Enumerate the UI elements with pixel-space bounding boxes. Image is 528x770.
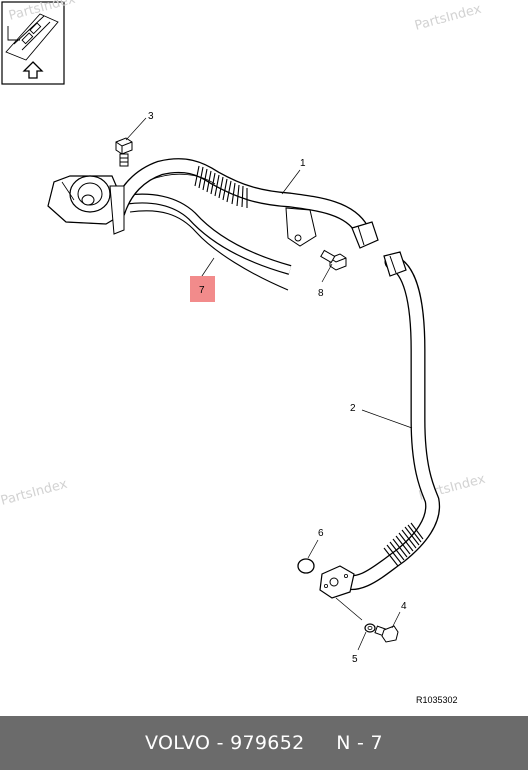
- part-4-bolt: [374, 625, 399, 643]
- watermark: PartsIndex: [413, 2, 483, 34]
- leader-lines: [125, 117, 413, 651]
- callout-6[interactable]: 6: [318, 528, 324, 539]
- callout-1[interactable]: 1: [300, 158, 306, 169]
- footer-position: N - 7: [336, 732, 383, 754]
- up-arrow-icon: [22, 61, 44, 79]
- part-5-washer: [364, 623, 376, 633]
- valve-housing: [47, 175, 125, 235]
- footer-bar: VOLVO - 979652 N - 7: [0, 716, 528, 770]
- footer-separator: -: [210, 732, 231, 754]
- footer-part-number: 979652: [230, 732, 305, 754]
- bellows-corrugation: [194, 165, 248, 208]
- part-3-bolt: [115, 137, 133, 167]
- watermark: PartsIndex: [0, 477, 69, 509]
- part-1-upper-pipe: [110, 158, 379, 249]
- callout-5[interactable]: 5: [352, 654, 358, 665]
- footer-gap: [304, 732, 336, 754]
- callout-8[interactable]: 8: [318, 288, 324, 299]
- callout-4[interactable]: 4: [401, 601, 407, 612]
- reference-code: R1035302: [416, 695, 458, 705]
- part-2-lower-pipe: [319, 251, 441, 599]
- callout-3[interactable]: 3: [148, 111, 154, 122]
- footer-brand: VOLVO: [145, 732, 211, 754]
- part-7-hose: [123, 193, 292, 291]
- part-8-bolt: [320, 249, 347, 271]
- part-6-gasket: [297, 558, 315, 574]
- orientation-inset: [1, 1, 65, 85]
- callout-2[interactable]: 2: [350, 403, 356, 414]
- vehicle-outline-icon: [5, 13, 59, 61]
- parts-diagram: PartsIndex PartsIndex PartsIndex PartsIn…: [0, 0, 487, 705]
- highlight-box-part-7: [190, 276, 215, 302]
- callout-7[interactable]: 7: [199, 285, 205, 296]
- bellows-corrugation-lower: [383, 522, 424, 567]
